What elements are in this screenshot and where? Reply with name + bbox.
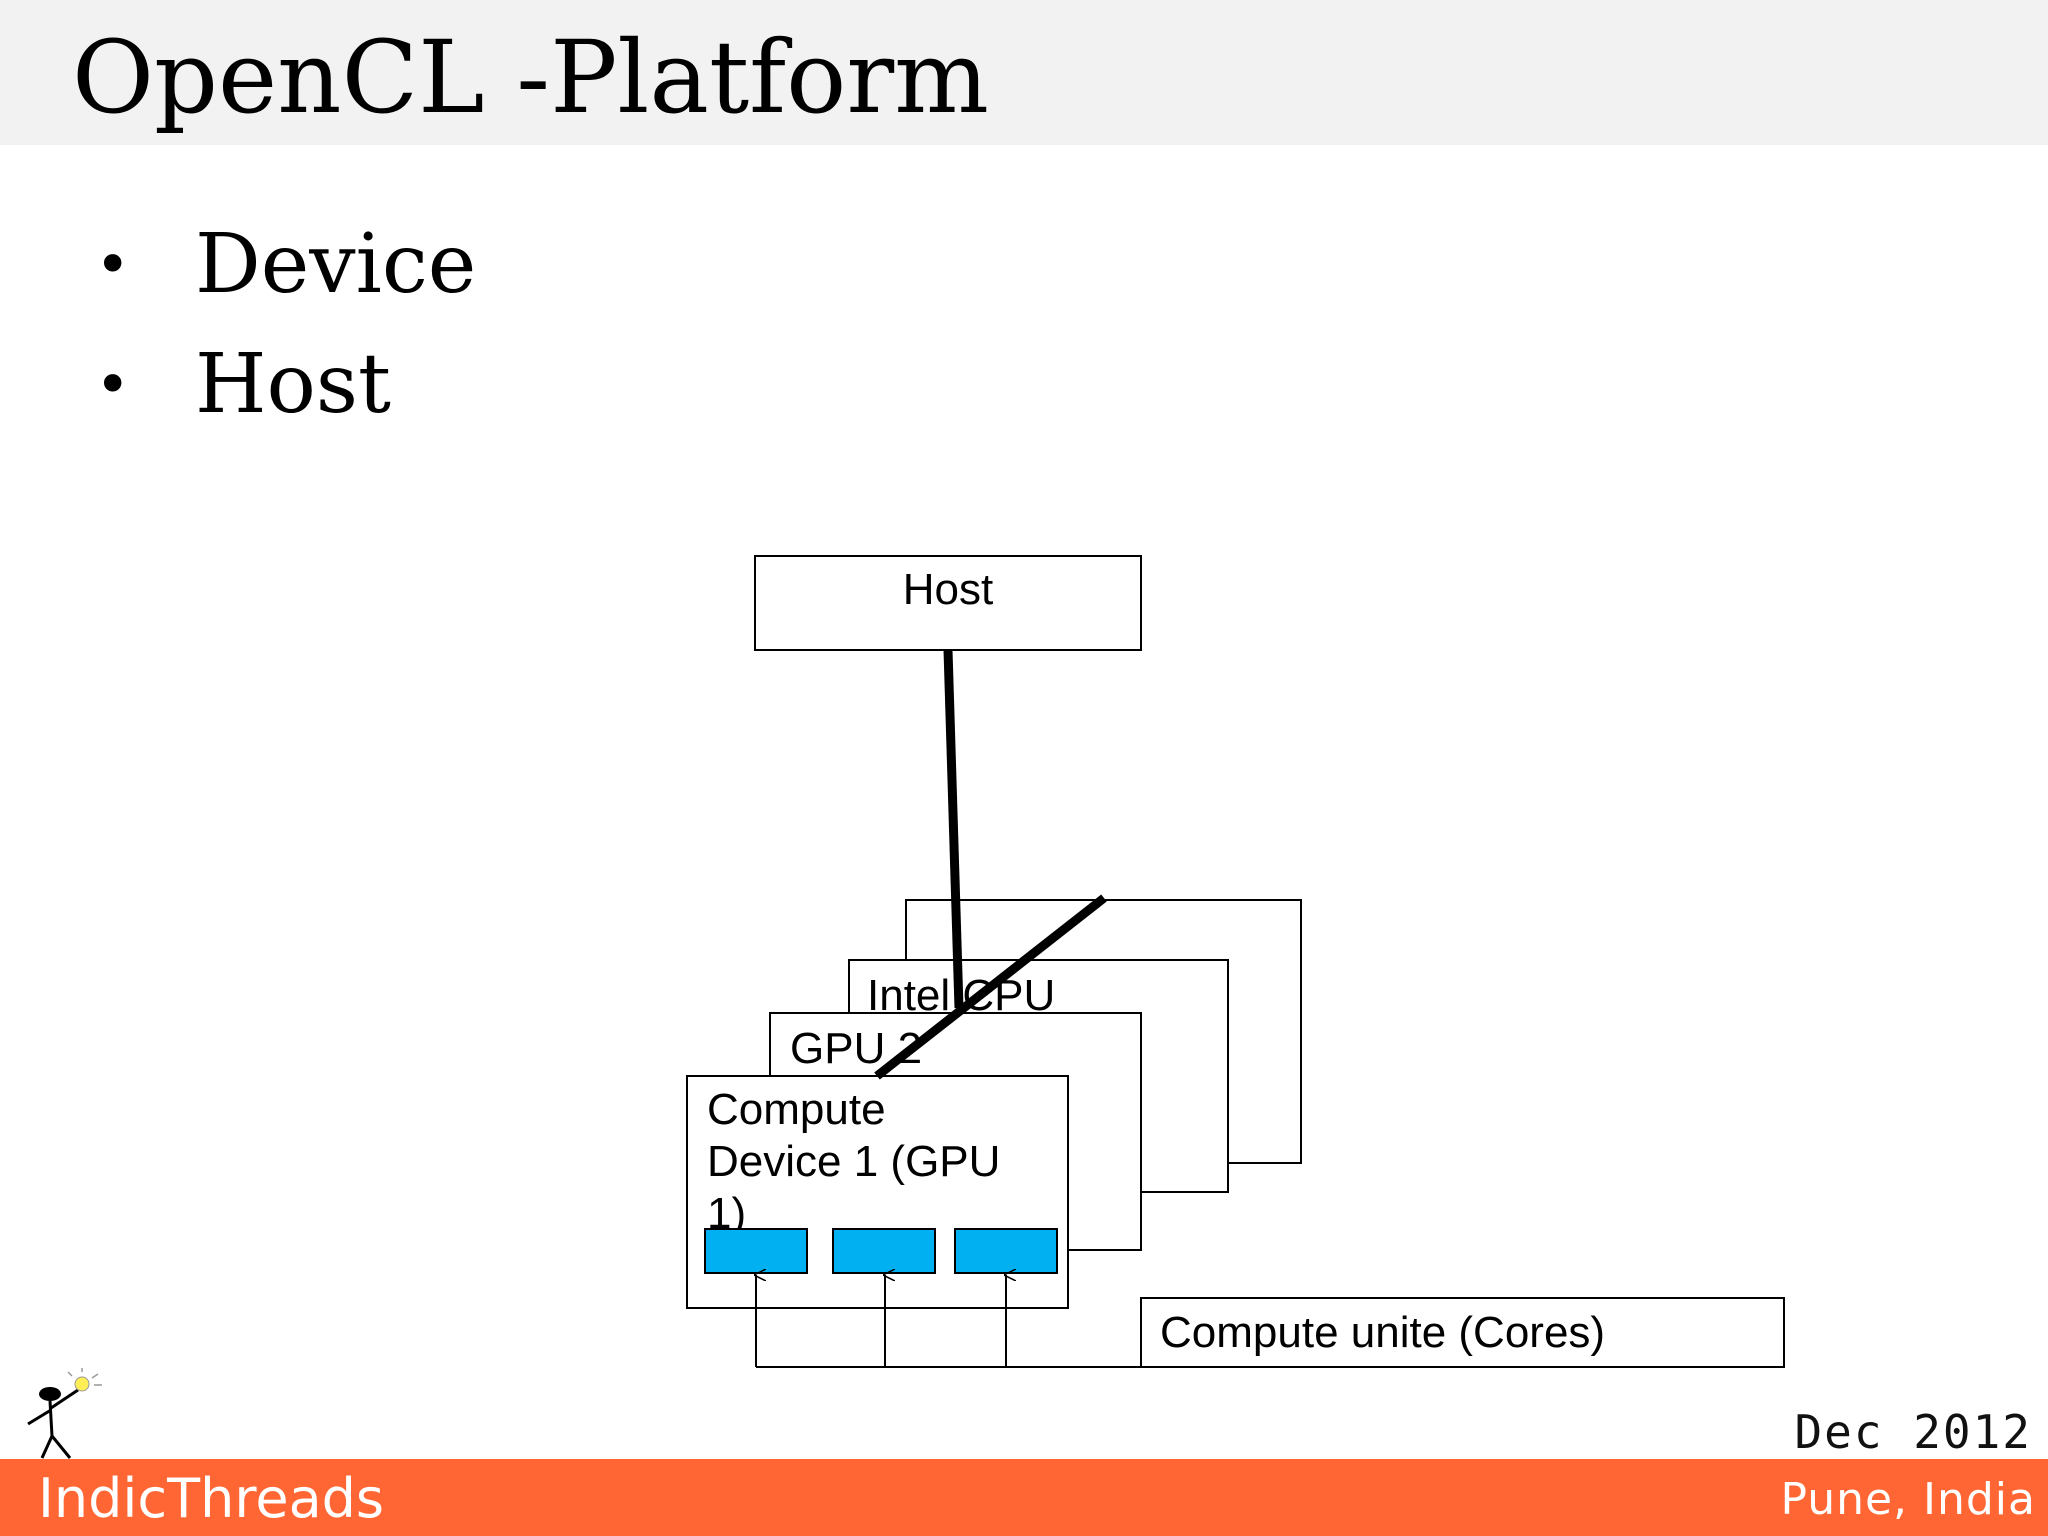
bullet-dot-icon: • [95,230,131,300]
compute-unit-label: Compute unite (Cores) [1160,1308,1605,1357]
compute-device-label-line-1: Compute [707,1085,886,1134]
gpu2-label: GPU 2 [790,1024,922,1073]
footer-brand: IndicThreads [38,1467,385,1530]
compute-unit-core-3 [954,1228,1058,1274]
footer-date: Dec 2012 [1794,1405,2032,1459]
bullet-text: Device [195,217,477,312]
compute-unit-core-1 [704,1228,808,1274]
slide-title: OpenCL -Platform [72,19,989,136]
bullet-list: • Device • Host [95,205,476,445]
compute-unit-label-box [1140,1297,1785,1368]
footer-location: Pune, India [1780,1474,2036,1525]
title-band [0,0,2048,145]
host-box [754,555,1142,651]
footer-band [0,1459,2048,1536]
device-fanout-line [874,894,1107,1080]
bullet-dot-icon: • [95,350,131,420]
compute-device-label-line-2: Device 1 (GPU [707,1137,1000,1186]
bullet-item-device: • Device [95,205,476,325]
host-connector-line [943,649,964,1009]
host-label: Host [903,565,993,614]
bullet-item-host: • Host [95,325,476,445]
compute-unit-core-2 [832,1228,936,1274]
stick-figure-lightbulb-icon [27,1368,102,1459]
bullet-text: Host [195,337,391,432]
